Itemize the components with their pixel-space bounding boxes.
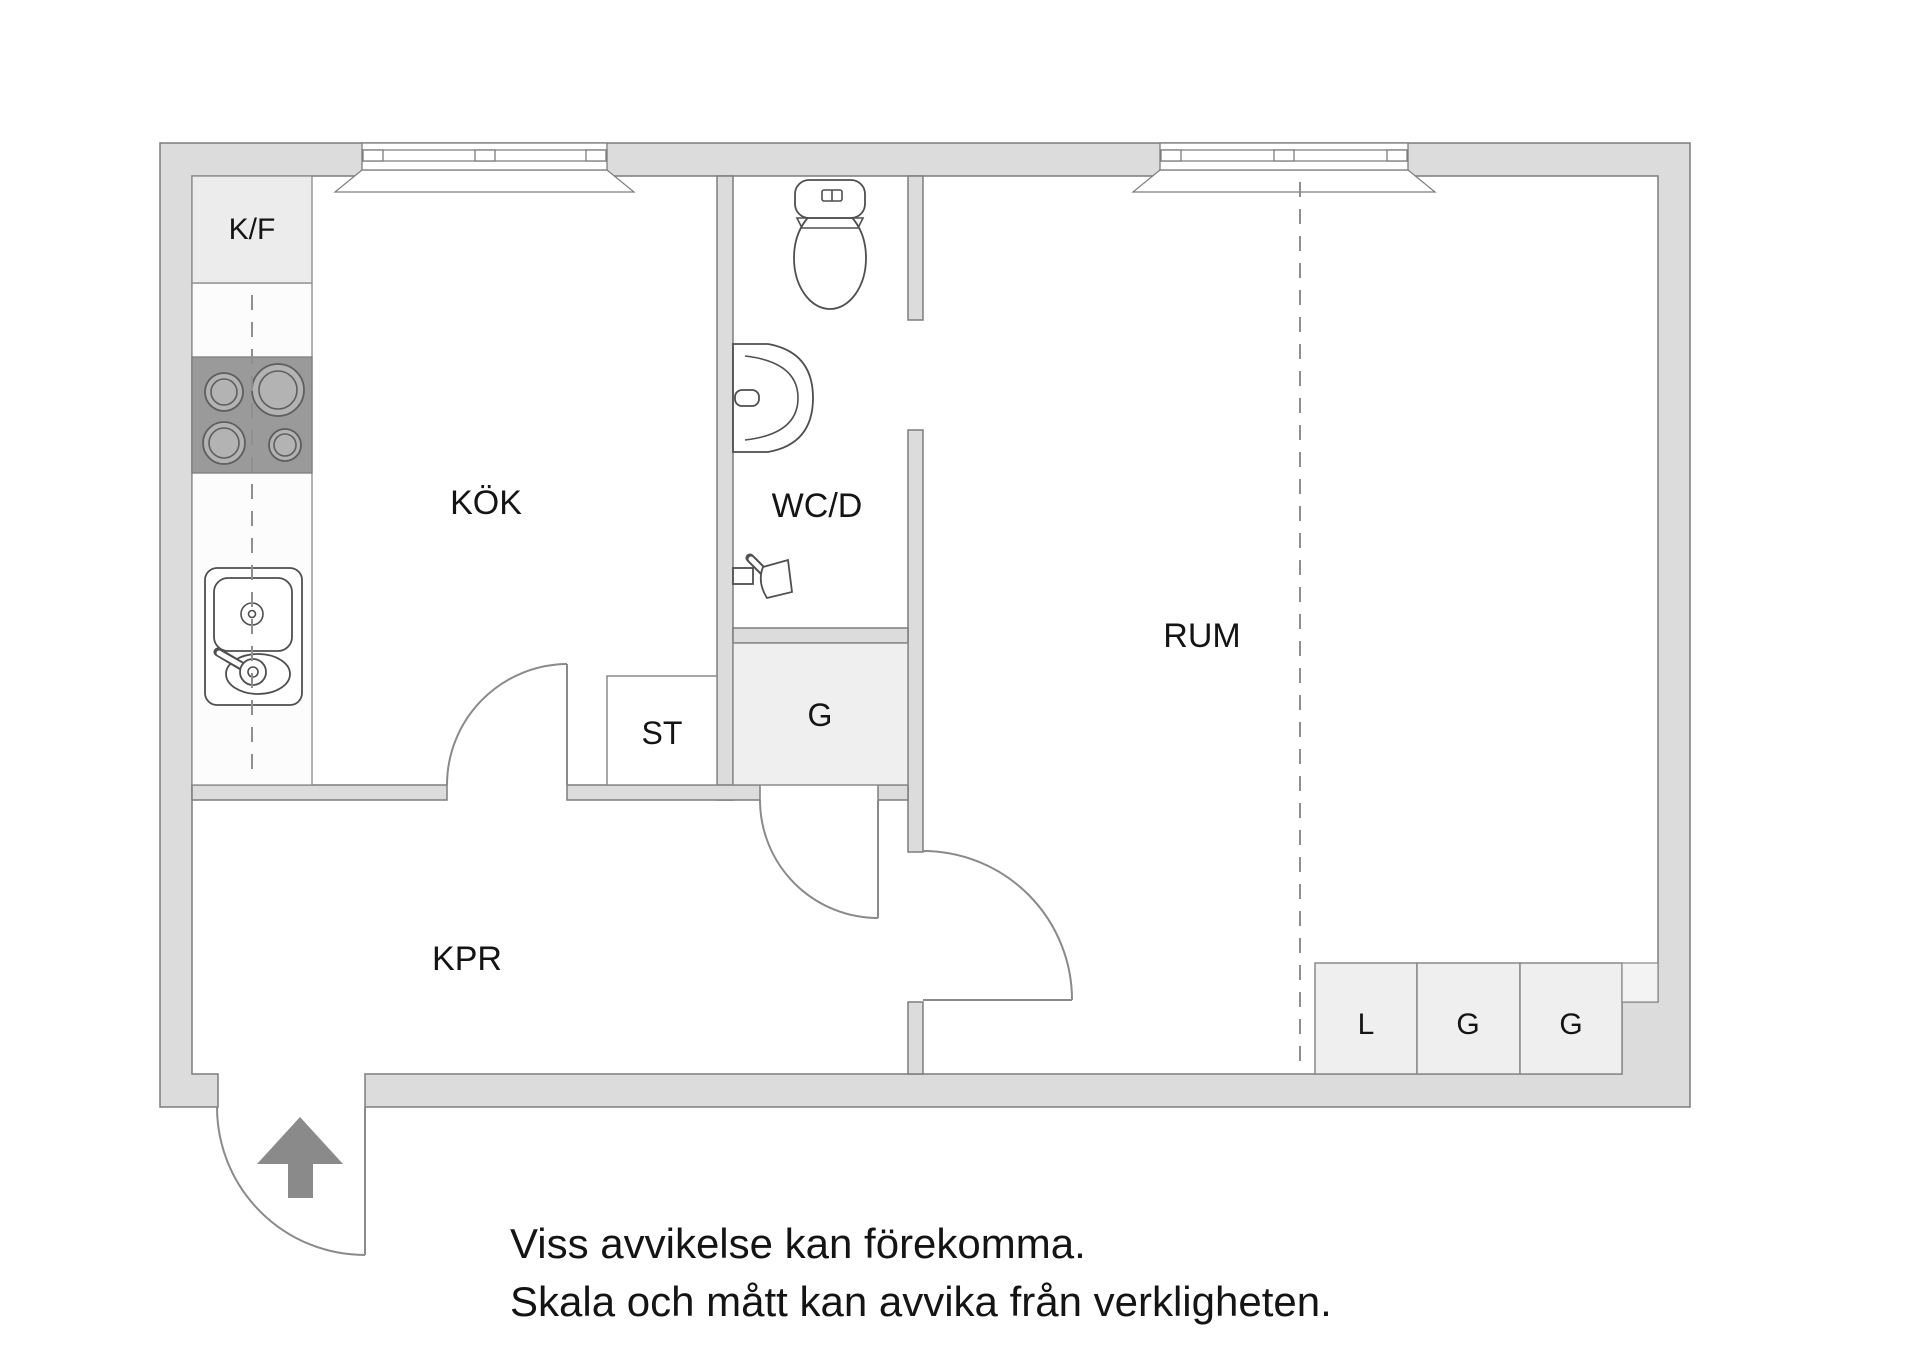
interior-walls: [191, 175, 924, 1075]
wall-bathroom-room-lower: [907, 429, 924, 853]
label-wardrobe-room-1: G: [1456, 1008, 1479, 1041]
wardrobe-g-hall-box: [732, 642, 909, 786]
door-room: [922, 850, 1073, 1001]
toilet-icon: [793, 179, 867, 310]
closet-l-box: [1314, 962, 1418, 1075]
window-sill: [333, 169, 636, 193]
window-mullion: [1273, 149, 1295, 162]
wall-kitchen-bathroom: [716, 175, 734, 801]
burner-icon: [202, 363, 305, 465]
wall-kitchen-hall-right: [566, 784, 761, 801]
window-mullion: [1386, 149, 1408, 162]
label-bathroom: WC/D: [772, 487, 863, 525]
shower-icon: [732, 553, 793, 600]
label-kitchen: KÖK: [450, 484, 522, 522]
disclaimer-line-1: Viss avvikelse kan förekomma.: [510, 1220, 1086, 1267]
label-fridge-freezer: K/F: [229, 213, 276, 246]
door-kitchen: [446, 663, 568, 786]
door-wardrobe-g-hall: [759, 799, 879, 919]
corner-filler-panel: [1621, 962, 1659, 1003]
label-main-room: RUM: [1163, 617, 1240, 655]
window-mullion: [362, 149, 384, 162]
disclaimer-line-2: Skala och mått kan avvika från verklighe…: [510, 1278, 1332, 1325]
wall-kitchen-hall-left: [191, 784, 448, 801]
window-sill: [1131, 169, 1437, 193]
label-wardrobe-room-2: G: [1559, 1008, 1582, 1041]
closet-st-box: [606, 675, 718, 786]
label-hallway: KPR: [432, 940, 502, 978]
kitchen-counter: [191, 175, 313, 786]
window-kitchen: [333, 142, 636, 193]
washbasin-icon: [732, 343, 814, 453]
wall-bathroom-room-upper: [907, 175, 924, 321]
wall-hall-room-stub: [907, 1001, 924, 1075]
wall-wardrobe-right-stub: [877, 784, 909, 801]
wall-wardrobe-top: [732, 627, 909, 644]
window-room: [1131, 142, 1437, 193]
door-entry: [216, 1106, 366, 1256]
label-closet-l: L: [1358, 1008, 1375, 1041]
label-closet-st: ST: [642, 715, 683, 751]
wardrobe-g1-box: [1416, 962, 1521, 1075]
fridge-freezer-box: [191, 175, 313, 284]
label-wardrobe-hall: G: [808, 697, 833, 733]
entry-arrow-icon: [257, 1117, 343, 1198]
wardrobe-g2-box: [1519, 962, 1623, 1075]
window-mullion: [585, 149, 607, 162]
window-mullion: [1160, 149, 1182, 162]
kitchen-sink-icon: [204, 567, 303, 706]
window-mullion: [474, 149, 496, 162]
